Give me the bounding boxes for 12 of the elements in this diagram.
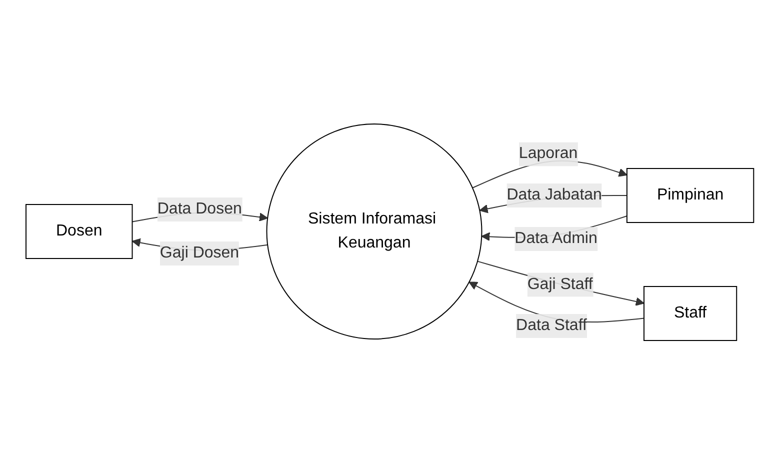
- edge-label: Gaji Dosen: [160, 244, 239, 262]
- node-box: Staff: [643, 286, 737, 342]
- node-box: Pimpinan: [626, 168, 754, 224]
- arrow: [476, 261, 644, 306]
- edge-label: Data Admin: [514, 230, 598, 248]
- edge-label: Data Dosen: [157, 200, 242, 218]
- edge-label: Laporan: [518, 145, 578, 162]
- edge-label: Gaji Staff: [527, 276, 593, 294]
- edge-label: Data Jabatan: [506, 186, 602, 204]
- node-circle: Sistem Inforamasi Keuangan: [266, 124, 482, 340]
- node-box: Dosen: [25, 204, 132, 260]
- edge-label: Data Staff: [516, 317, 587, 334]
